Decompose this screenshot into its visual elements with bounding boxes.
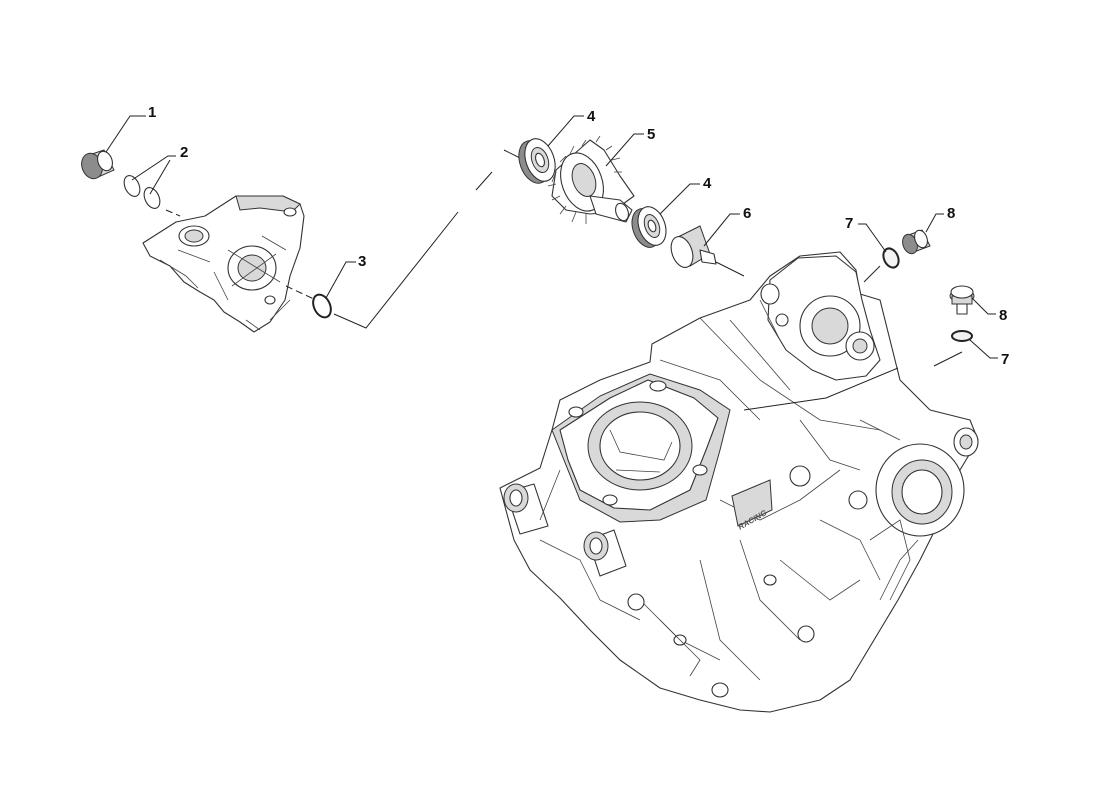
callout-labels: 1 2 3 4 5 4 6 7 8 8 7	[148, 104, 1009, 368]
water-pump-cover	[142, 195, 305, 333]
callout-2: 2	[180, 144, 188, 161]
callout-5: 5	[647, 126, 655, 143]
callout-leaders	[105, 115, 998, 359]
callout-7-lower: 7	[1001, 351, 1009, 368]
callout-6: 6	[743, 205, 751, 222]
bearing-part-4-upper	[518, 138, 556, 184]
plug-part-1	[81, 149, 115, 180]
bolt-part-8-lower	[949, 285, 975, 315]
washer-part-7-upper	[882, 247, 900, 269]
washer-part-7-lower	[951, 330, 973, 342]
crankcase	[499, 251, 979, 713]
callout-8-lower: 8	[999, 307, 1007, 324]
plug-part-8-upper	[902, 229, 931, 255]
callout-7-upper: 7	[845, 215, 853, 232]
callout-4-lower: 4	[703, 175, 712, 192]
callout-4-upper: 4	[587, 108, 596, 125]
callout-3: 3	[358, 253, 366, 270]
callout-1: 1	[148, 104, 156, 121]
circlip-part-3	[312, 293, 332, 319]
gear-shaft-part-5	[547, 135, 635, 224]
o-ring-part-2	[123, 175, 161, 209]
callout-8-upper: 8	[947, 205, 955, 222]
seal-part-6	[670, 225, 717, 268]
bearing-part-4-lower	[631, 206, 667, 248]
